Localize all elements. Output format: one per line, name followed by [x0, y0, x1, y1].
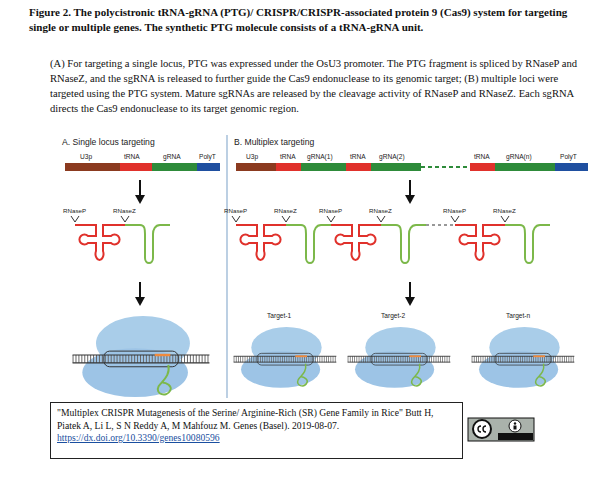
panel-label: B. Multiplex targeting [234, 137, 314, 148]
trna-segment [346, 163, 371, 171]
segment-label: tRNA [280, 153, 296, 162]
enzyme-label: RNaseZ [274, 207, 297, 215]
target-label: Target-n [506, 312, 530, 321]
trna-segment [276, 163, 301, 171]
repeat-gap [426, 224, 455, 225]
trna-cloverleaf [236, 225, 286, 260]
cleavage-marker [377, 216, 385, 222]
process-arrow [405, 282, 415, 306]
enzyme-label: RNaseP [319, 207, 342, 215]
segment-label: tRNA [124, 153, 140, 162]
segment-label: tRNA [474, 153, 490, 162]
segment-label: gRNA [163, 153, 181, 162]
figure-caption: (A) For targeting a single locus, PTG wa… [50, 56, 588, 116]
panel-separator [226, 135, 227, 398]
process-arrow [135, 180, 145, 204]
trna-segment [470, 163, 495, 171]
trna-segment [120, 163, 152, 171]
cleavage-marker [501, 216, 509, 222]
cleavage-marker [451, 216, 459, 222]
segment-label: gRNA(1) [307, 153, 333, 162]
segment-label: PolyT [560, 153, 577, 162]
target-label: Target-2 [381, 312, 405, 321]
cc-icon [473, 420, 491, 438]
panel-label: A. Single locus targeting [62, 137, 155, 148]
by-icon-head [514, 422, 516, 424]
promoter-segment [236, 163, 276, 171]
trna-cloverleaf [75, 225, 125, 260]
enzyme-label: RNaseZ [113, 207, 136, 215]
segment-label: U3p [80, 153, 92, 162]
citation-text: "Multiplex CRISPR Mutagenesis of the Ser… [57, 407, 456, 432]
polyt-segment [197, 163, 220, 171]
segment-label: gRNA(n) [506, 153, 532, 162]
process-arrow [405, 180, 415, 204]
promoter-segment [65, 163, 120, 171]
process-arrow [135, 282, 145, 306]
grna-hairpin [125, 225, 170, 263]
segment-label: U3p [246, 153, 258, 162]
cleavage-marker [282, 216, 290, 222]
enzyme-label: RNaseP [224, 207, 247, 215]
cleavage-marker [327, 216, 335, 222]
polyt-segment [555, 163, 588, 171]
enzyme-label: RNaseZ [493, 207, 516, 215]
citation-box: "Multiplex CRISPR Mutagenesis of the Ser… [50, 402, 463, 459]
segment-label: tRNA [350, 153, 366, 162]
trna-cloverleaf [331, 225, 381, 260]
grna-segment [152, 163, 197, 171]
license-badge-band [498, 433, 533, 440]
trna-cloverleaf [455, 225, 505, 260]
by-icon-body [514, 426, 517, 430]
cas9-complex [234, 327, 337, 388]
figure-title: Figure 2. The polycistronic tRNA-gRNA (P… [29, 5, 585, 34]
repeat-gap [421, 166, 470, 168]
segment-label: PolyT [199, 153, 216, 162]
grna-hairpin [286, 225, 331, 263]
cas9-complex [348, 327, 451, 388]
license-badge [468, 418, 534, 441]
cleavage-marker [232, 216, 240, 222]
grna-hairpin [381, 225, 426, 263]
grna-segment [495, 163, 555, 171]
cc-icon-mark [478, 426, 486, 432]
cas9-complex [73, 316, 210, 397]
cleavage-marker [71, 216, 79, 222]
by-icon [509, 420, 521, 432]
citation-link: https://dx.doi.org/10.3390/genes10080596 [57, 432, 456, 445]
enzyme-label: RNaseP [63, 207, 86, 215]
grna-segment [301, 163, 346, 171]
grna-hairpin [505, 225, 550, 263]
enzyme-label: RNaseP [443, 207, 466, 215]
cas9-complex [472, 327, 575, 388]
enzyme-label: RNaseZ [369, 207, 392, 215]
segment-label: gRNA(2) [379, 153, 405, 162]
cleavage-marker [121, 216, 129, 222]
target-label: Target-1 [267, 312, 291, 321]
grna-segment [371, 163, 421, 171]
